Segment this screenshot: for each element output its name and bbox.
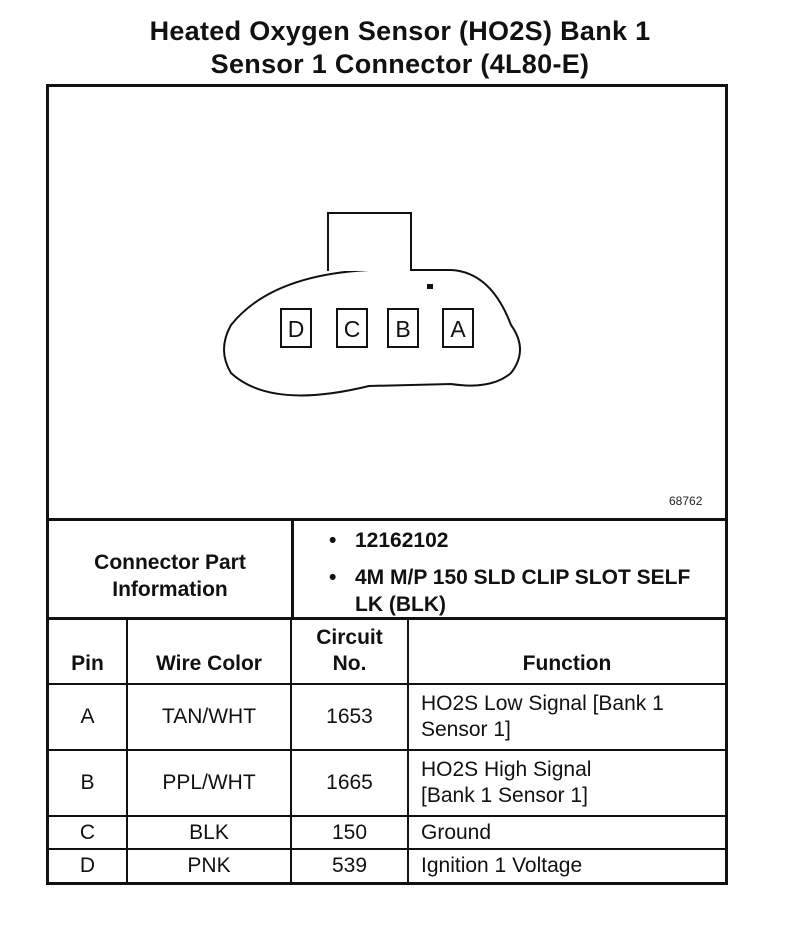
info-divider (291, 521, 294, 617)
circuit-cell: 539 (290, 848, 409, 882)
table-header-row: Pin Wire Color Circuit No. Function (49, 620, 725, 685)
function-cell: HO2S High Signal [Bank 1 Sensor 1] (407, 749, 725, 817)
table-row: A TAN/WHT 1653 HO2S Low Signal [Bank 1 S… (49, 683, 725, 751)
table-row: D PNK 539 Ignition 1 Voltage (49, 848, 725, 882)
connector-drawing: D C B A (223, 212, 521, 397)
part-number-item: • 12162102 (329, 527, 719, 554)
pin-b-box (387, 308, 419, 348)
pin-cell: B (49, 749, 128, 817)
table-row: C BLK 150 Ground (49, 815, 725, 850)
pin-a-box (442, 308, 474, 348)
part-description-item: • 4M M/P 150 SLD CLIP SLOT SELF LK (BLK) (329, 564, 719, 618)
pin-table: Pin Wire Color Circuit No. Function A TA… (49, 620, 725, 882)
bullet: • (329, 566, 337, 589)
header-function: Function (407, 620, 725, 685)
connector-part-list: • 12162102 • 4M M/P 150 SLD CLIP SLOT SE… (329, 527, 719, 618)
header-circuit-line1: Circuit (316, 626, 383, 649)
circuit-cell: 1653 (290, 683, 409, 751)
function-line1: HO2S High Signal (421, 758, 592, 781)
connector-figure: D C B A 68762 (49, 87, 725, 517)
header-pin: Pin (49, 620, 128, 685)
connector-part-label-line1: Connector Part (94, 551, 246, 574)
part-description: 4M M/P 150 SLD CLIP SLOT SELF LK (BLK) (355, 566, 691, 616)
pin-c-label: C (344, 316, 361, 342)
circuit-cell: 150 (290, 815, 409, 850)
header-circuit-line2: No. (332, 652, 367, 675)
pin-cell: C (49, 815, 128, 850)
pin-c-box (336, 308, 368, 348)
bullet: • (329, 529, 337, 552)
pin-cell: D (49, 848, 128, 882)
pin-a-marker (427, 284, 433, 289)
function-line2: Sensor 1] (421, 718, 511, 741)
pin-cell: A (49, 683, 128, 751)
connector-part-label-line2: Information (112, 578, 228, 601)
function-cell: Ground (407, 815, 725, 850)
function-line1: HO2S Low Signal [Bank 1 (421, 692, 664, 715)
connector-part-label: Connector Part Information (49, 521, 291, 617)
header-wire-color: Wire Color (126, 620, 292, 685)
pin-b-label: B (395, 316, 410, 342)
table-row: B PPL/WHT 1665 HO2S High Signal [Bank 1 … (49, 749, 725, 817)
wire-color-cell: PPL/WHT (126, 749, 292, 817)
function-cell: HO2S Low Signal [Bank 1 Sensor 1] (407, 683, 725, 751)
wire-color-cell: BLK (126, 815, 292, 850)
connector-part-info: Connector Part Information • 12162102 • … (49, 518, 725, 620)
wire-color-cell: TAN/WHT (126, 683, 292, 751)
function-cell: Ignition 1 Voltage (407, 848, 725, 882)
connector-outline (223, 269, 521, 397)
connector-tab (327, 212, 412, 271)
header-circuit: Circuit No. (290, 620, 409, 685)
wire-color-cell: PNK (126, 848, 292, 882)
connector-frame: D C B A 68762 Connector Part Information… (46, 84, 728, 885)
diagram-title-line2: Sensor 1 Connector (4L80-E) (210, 49, 590, 79)
function-line2: [Bank 1 Sensor 1] (421, 784, 588, 807)
circuit-cell: 1665 (290, 749, 409, 817)
pin-a-label: A (450, 316, 466, 342)
pin-d-label: D (288, 316, 305, 342)
pin-d-box (280, 308, 312, 348)
figure-id: 68762 (669, 494, 703, 508)
diagram-title-line1: Heated Oxygen Sensor (HO2S) Bank 1 (149, 16, 651, 46)
part-number: 12162102 (355, 529, 449, 552)
